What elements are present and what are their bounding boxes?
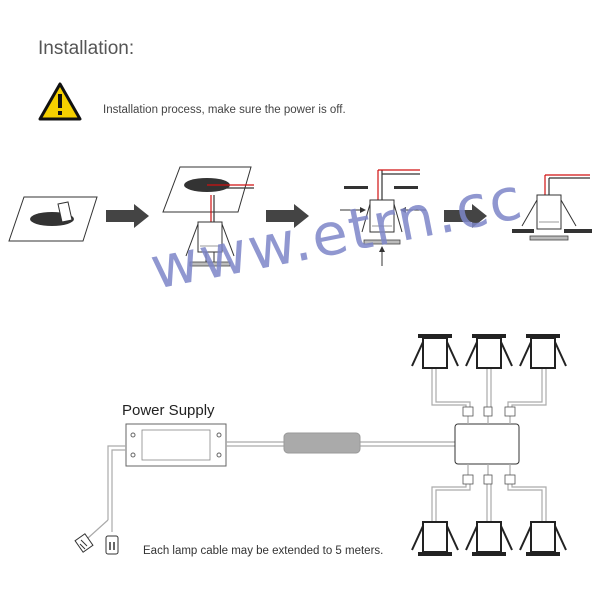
top-connectors: [462, 406, 516, 417]
warning-triangle-icon: [38, 82, 82, 121]
top-lamp-cables: [431, 368, 547, 424]
saw-cut-icon: [8, 196, 98, 242]
mounted-lamp-icon: [512, 174, 592, 241]
page-title: Installation:: [38, 38, 135, 59]
lamp-icon-top-2: [465, 334, 513, 369]
power-supply-box: [125, 423, 227, 467]
mains-cable: [87, 445, 126, 539]
distributor-box: [454, 423, 520, 465]
bottom-lamp-cables: [431, 464, 547, 522]
lamp-icon-bottom-1: [411, 521, 459, 556]
cable-note: Each lamp cable may be extended to 5 met…: [143, 545, 384, 557]
lamp-icon-top-1: [411, 334, 459, 369]
spring-clip-icon: [340, 169, 426, 266]
step-arrow-3: [444, 204, 487, 228]
lamp-icon-bottom-2: [465, 521, 513, 556]
plug-icon: [74, 533, 119, 555]
step-arrow-2: [266, 204, 309, 228]
output-cable: [226, 432, 455, 454]
bottom-connectors: [462, 474, 516, 485]
power-supply-label: Power Supply: [122, 402, 215, 419]
step-arrow-1: [106, 204, 149, 228]
lamp-icon-top-3: [519, 334, 567, 369]
panel-lamp-icon: [162, 166, 254, 267]
warning-text: Installation process, make sure the powe…: [103, 104, 346, 116]
lamp-icon-bottom-3: [519, 521, 567, 556]
